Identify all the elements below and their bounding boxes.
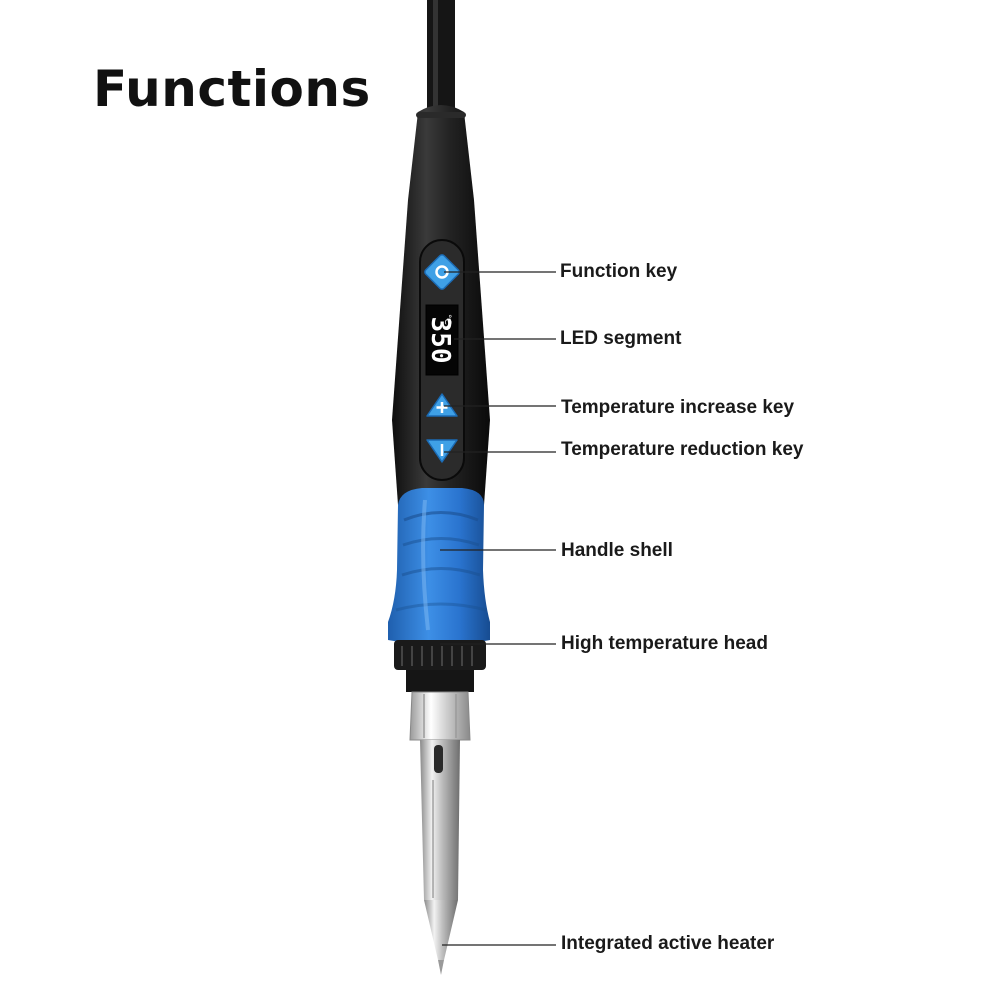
led-unit: °C	[442, 314, 452, 325]
heater-tip	[424, 900, 458, 960]
temp-reduction-key[interactable]	[426, 439, 458, 463]
callout-led-segment: LED segment	[560, 328, 682, 349]
tip-barrel	[420, 740, 460, 900]
callout-heater: Integrated active heater	[561, 933, 775, 954]
temp-increase-key[interactable]	[426, 393, 458, 417]
page-title: Functions	[93, 60, 371, 118]
callout-handle-shell: Handle shell	[561, 540, 673, 561]
callout-temp-reduction: Temperature reduction key	[561, 439, 804, 460]
callout-temp-increase: Temperature increase key	[561, 397, 795, 418]
power-cable	[427, 0, 455, 120]
tip-nut	[409, 691, 471, 741]
led-reading: 350	[425, 317, 455, 364]
handle-shell	[388, 488, 490, 645]
callout-function-key: Function key	[560, 261, 678, 282]
led-display	[425, 304, 459, 376]
callout-high-temp-head: High temperature head	[561, 633, 768, 654]
